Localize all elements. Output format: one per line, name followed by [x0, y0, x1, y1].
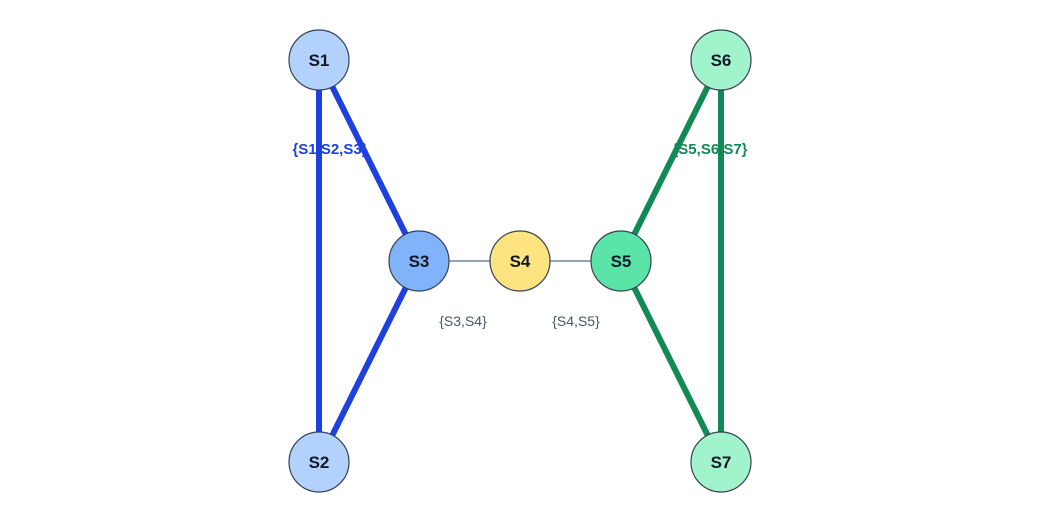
- node-s6: S6: [690, 29, 752, 91]
- node-circle: [690, 29, 752, 91]
- node-s2: S2: [288, 431, 350, 493]
- node-circle: [590, 230, 652, 292]
- labels-layer: {S1,S2,S3} {S5,S6,S7} {S3,S4} {S4,S5}: [292, 141, 747, 329]
- node-s4: S4: [489, 230, 551, 292]
- node-circle: [489, 230, 551, 292]
- node-label: S2: [309, 453, 330, 472]
- node-label: S1: [309, 51, 330, 70]
- bridge-label-s4-s5: {S4,S5}: [552, 313, 600, 329]
- clique-edge-s2-s3: [316, 259, 422, 464]
- bridge-label-s3-s4: {S3,S4}: [439, 313, 487, 329]
- clique-edge-s5-s6: [618, 58, 724, 263]
- clique-label-left: {S1,S2,S3}: [292, 141, 367, 158]
- node-label: S4: [510, 252, 531, 271]
- node-circle: [690, 431, 752, 493]
- node-s7: S7: [690, 431, 752, 493]
- node-circle: [288, 431, 350, 493]
- node-label: S7: [711, 453, 732, 472]
- node-s1: S1: [288, 29, 350, 91]
- node-s3: S3: [388, 230, 450, 292]
- clique-edge-s1-s3: [316, 58, 422, 263]
- clique-label-right: {S5,S6,S7}: [672, 141, 747, 158]
- node-circle: [388, 230, 450, 292]
- node-label: S6: [711, 51, 732, 70]
- edges-layer: [316, 58, 724, 464]
- node-label: S5: [611, 252, 632, 271]
- node-label: S3: [409, 252, 430, 271]
- node-circle: [288, 29, 350, 91]
- node-s5: S5: [590, 230, 652, 292]
- clique-edge-s5-s7: [618, 259, 724, 464]
